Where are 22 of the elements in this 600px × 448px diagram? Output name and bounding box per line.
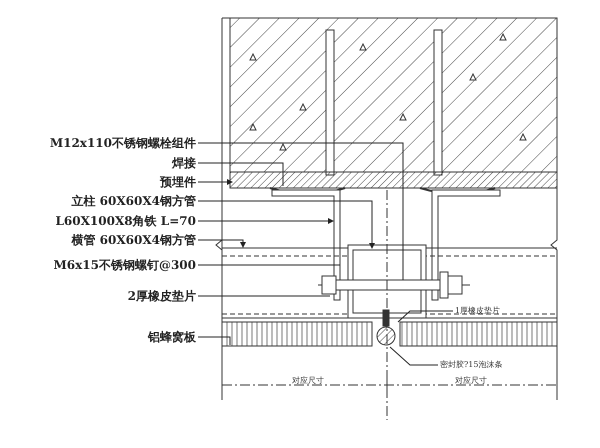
leader-line [198,179,233,185]
leader-line [198,162,284,186]
leader-line [198,240,246,248]
callout-label: 铝蜂窝板 [40,330,196,344]
callout-label: 焊接 [40,156,196,170]
leader-line [198,200,375,249]
dimension-label: 对应尺寸 [455,376,487,386]
callout-label: 密封胶?15泡沫条 [440,360,502,370]
leader-line [198,218,334,224]
callout-label: L60X100X8角铁 L=70 [40,214,196,228]
callout-label: M12x110不锈钢螺栓组件 [40,136,196,150]
callout-label: M6x15不锈钢螺钉@300 [40,258,196,272]
leader-line [198,142,404,280]
leader-line [390,346,438,366]
leader-line [398,310,454,322]
callout-label: 预埋件 [40,175,196,189]
dimension-label: 对应尺寸 [292,376,324,386]
leader-line [198,336,230,346]
callout-label: 2厚橡皮垫片 [40,289,196,303]
callout-label: 立柱 60X60X4钢方管 [40,194,196,208]
callout-label: 横管 60X60X4钢方管 [40,233,196,247]
leader-line [198,264,340,266]
